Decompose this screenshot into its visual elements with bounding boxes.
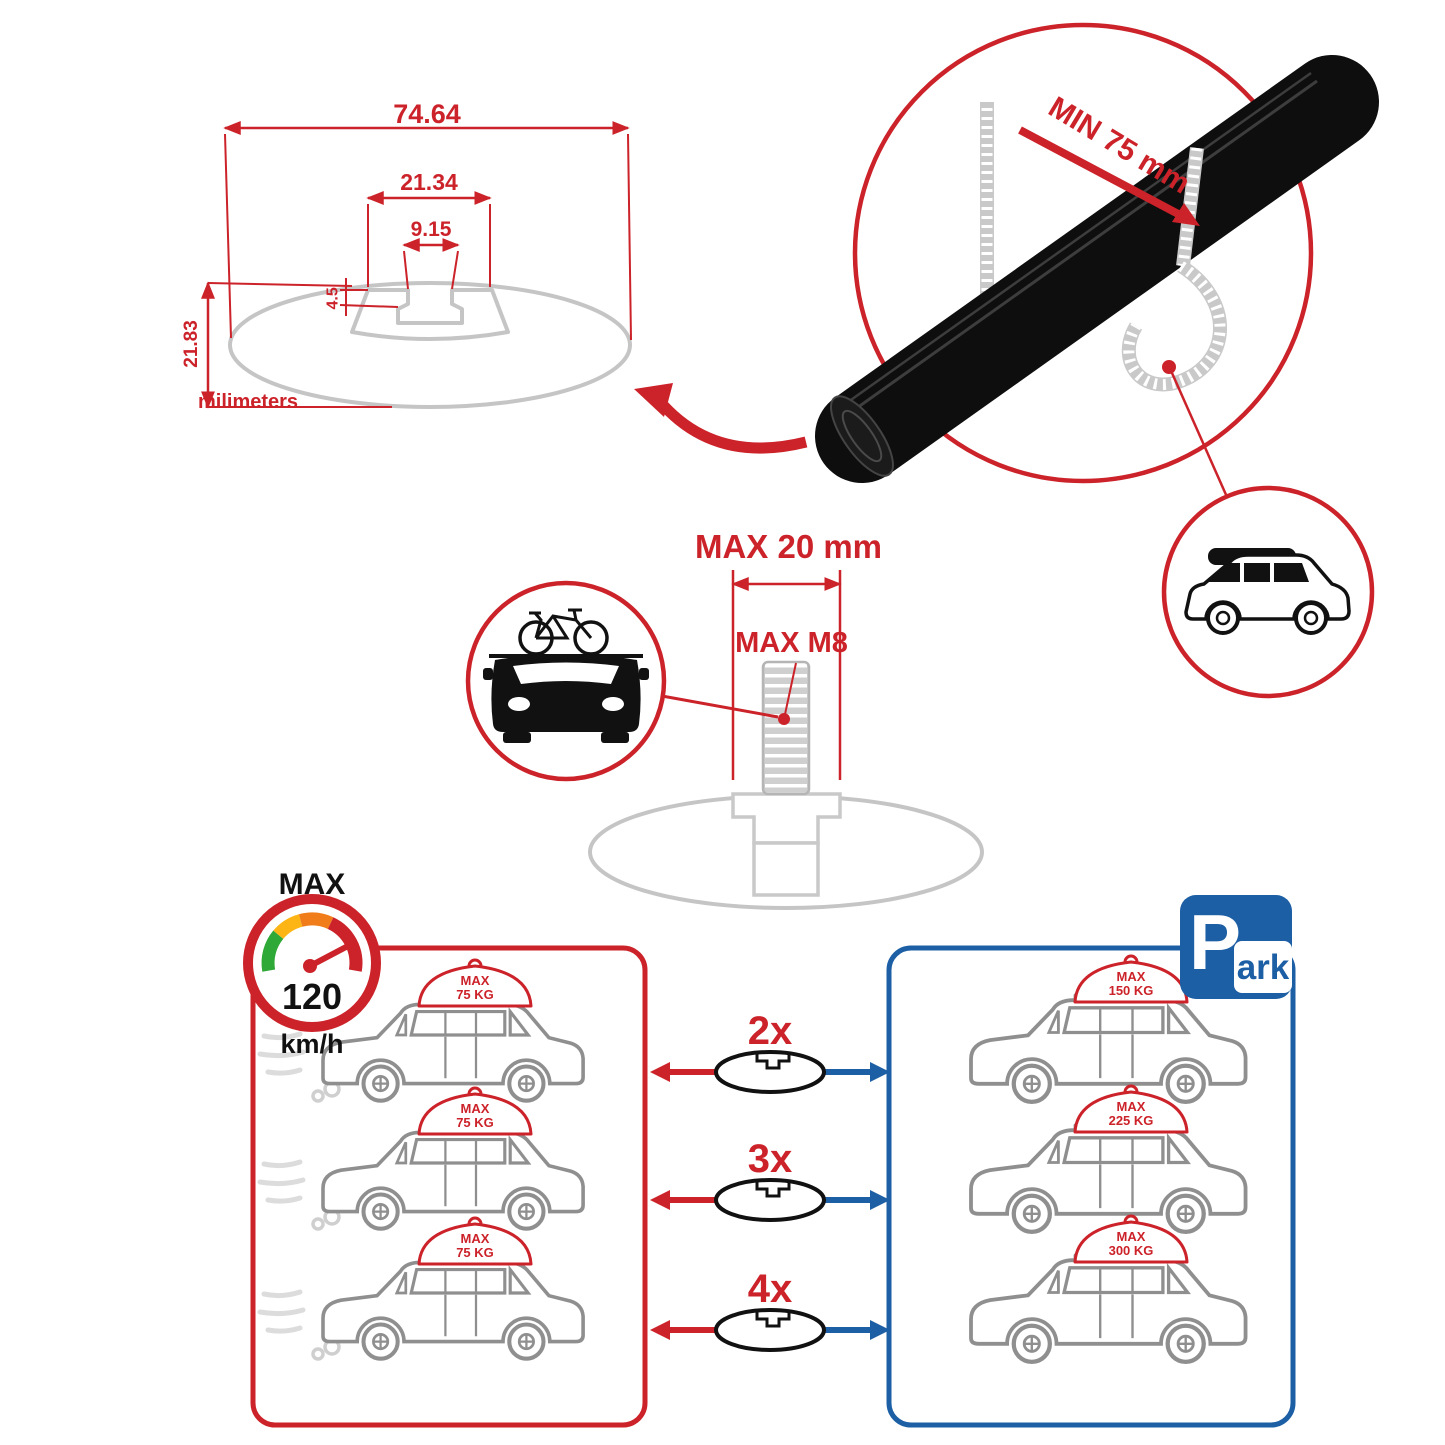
- speed-gauge-icon: [243, 894, 381, 1032]
- max-width-label: MAX 20 mm: [694, 528, 883, 565]
- count-row: [650, 1308, 890, 1352]
- callout-line-to-bolt: [661, 694, 779, 719]
- cargo-label: MAX 75 KG: [420, 1102, 530, 1130]
- dim-total-height: 21.83: [181, 320, 203, 368]
- profile-cross-section-diagram: [228, 281, 632, 409]
- dim-slot-outer-width: 21.34: [400, 169, 458, 195]
- bolt-dimension-lines: [731, 570, 842, 780]
- park-sign-rest: ark: [1236, 948, 1290, 987]
- dim-slot-depth: 4.5: [324, 287, 342, 310]
- cargo-label: MAX 150 KG: [1076, 970, 1186, 998]
- cargo-max-label: MAX: [1116, 1099, 1146, 1114]
- park-sign-letter: P: [1188, 898, 1242, 986]
- speed-gauge-unit: km/h: [280, 1029, 344, 1059]
- cargo-label: MAX 75 KG: [420, 1232, 530, 1260]
- suv-roofbox-icon: [1184, 548, 1351, 635]
- cargo-label: MAX 225 KG: [1076, 1100, 1186, 1128]
- cargo-max-label: MAX: [460, 1231, 490, 1246]
- bolt-detail-illustration: [588, 570, 984, 910]
- motion-lines: [257, 1031, 341, 1361]
- cargo-load-value: 75 KG: [456, 1245, 494, 1260]
- multiplier-3x: 3x: [747, 1137, 793, 1181]
- cargo-max-label: MAX: [460, 1101, 490, 1116]
- suv-roofbox-circle: [1161, 485, 1375, 699]
- dim-slot-inner-width: 9.15: [410, 218, 452, 241]
- cargo-load-value: 75 KG: [456, 987, 494, 1002]
- crossbar-circle-illustration: [815, 22, 1379, 498]
- clamp-point-dot: [1162, 360, 1176, 374]
- cargo-load-value: 225 KG: [1108, 1113, 1154, 1128]
- speed-gauge-value: 120: [281, 976, 343, 1017]
- bar-to-profile-arrow: [634, 383, 808, 454]
- car-bike-circle: [465, 580, 779, 782]
- max-thread-label: MAX M8: [735, 627, 848, 659]
- car-with-bike-icon: [483, 608, 649, 743]
- dim-total-width: 74.64: [393, 99, 461, 129]
- cargo-label: MAX 300 KG: [1076, 1230, 1186, 1258]
- cargo-max-label: MAX: [1116, 969, 1146, 984]
- cargo-load-value: 300 KG: [1108, 1243, 1154, 1258]
- multiplier-2x: 2x: [747, 1009, 793, 1053]
- cargo-max-label: MAX: [1116, 1229, 1146, 1244]
- callout-line-to-suv: [1170, 372, 1229, 498]
- dimension-lines: [201, 121, 632, 409]
- cargo-load-value: 150 KG: [1108, 983, 1154, 998]
- dim-unit-label: milimeters: [198, 391, 299, 413]
- min-clamp-arrow: [1018, 126, 1200, 226]
- park-sign: [1180, 895, 1292, 999]
- crossbar-icon: [815, 55, 1379, 483]
- roofbar-count-rows: [650, 1050, 890, 1352]
- count-row: [650, 1178, 890, 1222]
- u-bolt-rod-front: [1121, 147, 1227, 392]
- count-row: [650, 1050, 890, 1094]
- multiplier-4x: 4x: [747, 1267, 793, 1311]
- thread-callout-dot: [778, 713, 790, 725]
- cargo-max-label: MAX: [460, 973, 490, 988]
- speed-gauge-title: MAX: [278, 868, 346, 901]
- cargo-label: MAX 75 KG: [420, 974, 530, 1002]
- cargo-load-value: 75 KG: [456, 1115, 494, 1130]
